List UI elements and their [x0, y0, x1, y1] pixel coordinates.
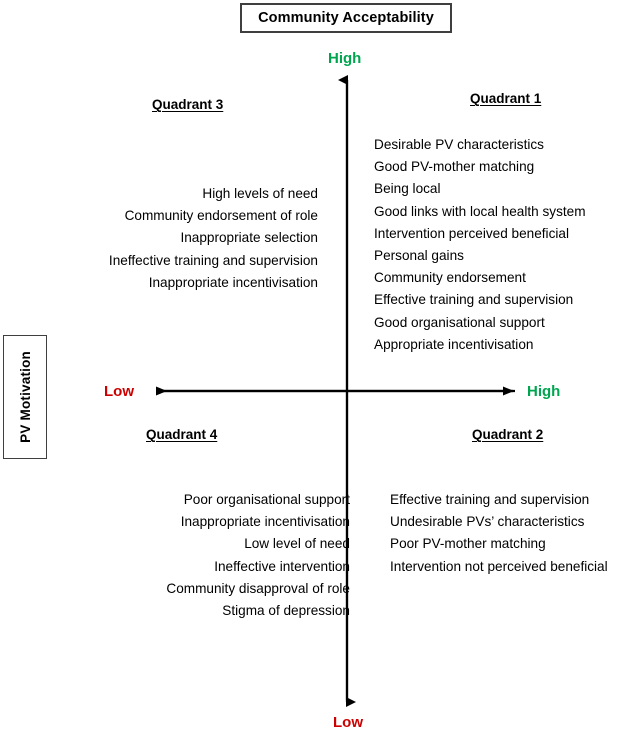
axis-pole-bottom-low: Low — [333, 714, 363, 731]
list-item: Poor PV-mother matching — [390, 536, 546, 552]
list-item: Stigma of depression — [222, 603, 350, 619]
list-item: Ineffective intervention — [214, 558, 350, 574]
list-item: Inappropriate incentivisation — [148, 274, 318, 290]
list-item: Ineffective training and supervision — [108, 252, 318, 268]
list-item: Effective training and supervision — [374, 292, 574, 308]
list-item: Low level of need — [244, 536, 350, 552]
list-item: Community endorsement of role — [124, 208, 318, 224]
quadrant-1-heading: Quadrant 1 — [470, 91, 542, 106]
list-item: Being local — [374, 181, 441, 197]
list-item: Desirable PV characteristics — [374, 137, 544, 152]
list-item: Community endorsement — [374, 270, 526, 286]
list-item: Community disapproval of role — [166, 580, 350, 596]
list-item: Inappropriate selection — [180, 230, 318, 246]
list-item: Inappropriate incentivisation — [180, 514, 350, 530]
list-item: Good PV-mother matching — [374, 159, 535, 175]
page-title: Community Acceptability — [258, 10, 434, 26]
vertical-axis-label-box: PV Motivation — [3, 335, 47, 459]
list-item: Intervention perceived beneficial — [374, 225, 569, 241]
list-item: Appropriate incentivisation — [374, 336, 534, 352]
list-item: Poor organisational support — [183, 492, 350, 507]
axis-pole-top-high: High — [328, 50, 362, 67]
list-item: High levels of need — [202, 186, 318, 201]
list-item: Good links with local health system — [374, 203, 586, 219]
list-item: Undesirable PVs’ characteristics — [390, 514, 585, 530]
quadrant-3-heading: Quadrant 3 — [152, 97, 224, 112]
chart-title-box: Community Acceptability — [240, 3, 452, 33]
list-item: Effective training and supervision — [390, 492, 590, 507]
quadrant-4-heading: Quadrant 4 — [146, 427, 218, 442]
list-item: Intervention not perceived beneficial — [390, 558, 608, 574]
quadrant-2-heading: Quadrant 2 — [472, 427, 544, 442]
axis-pole-right-high: High — [527, 383, 561, 400]
vertical-axis-label: PV Motivation — [17, 351, 33, 443]
axis-pole-left-low: Low — [104, 383, 134, 400]
list-item: Good organisational support — [374, 314, 545, 330]
list-item: Personal gains — [374, 248, 464, 264]
